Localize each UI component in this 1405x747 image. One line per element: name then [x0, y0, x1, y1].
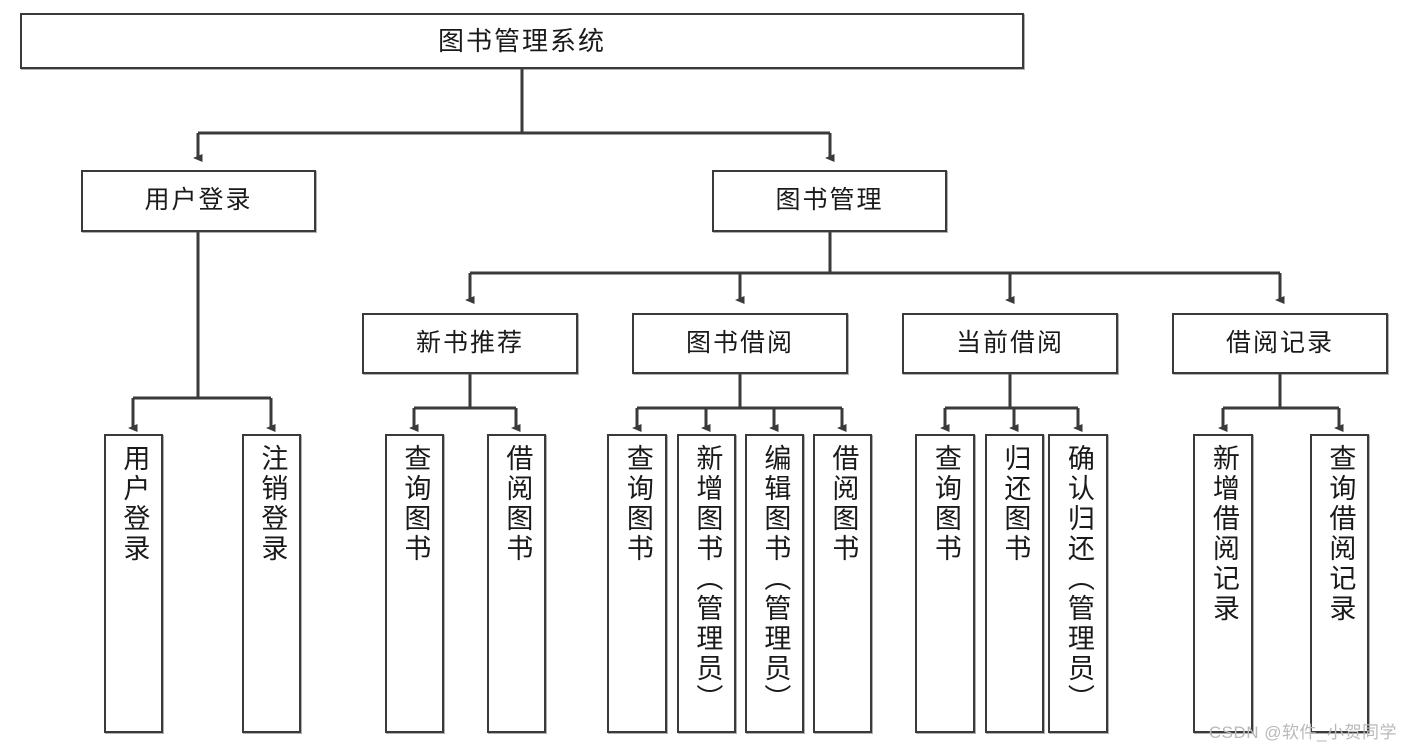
node-label: 查询借阅记录: [1325, 444, 1356, 624]
leaf-recommend-borrow-book[interactable]: 借阅图书: [487, 434, 546, 733]
node-label: 查询图书: [930, 444, 961, 564]
leaf-borrow-edit-book-admin[interactable]: 编辑图书（管理员）: [745, 434, 804, 733]
node-label: 编辑图书（管理员）: [760, 444, 791, 714]
leaf-user-login-signout[interactable]: 注销登录: [242, 434, 301, 733]
node-label: 用户登录: [119, 444, 150, 564]
leaf-current-return-book[interactable]: 归还图书: [985, 434, 1044, 733]
node-label: 新增借阅记录: [1208, 444, 1239, 624]
leaf-record-add-record[interactable]: 新增借阅记录: [1193, 434, 1253, 733]
node-label: 查询图书: [400, 444, 431, 564]
node-book-borrow[interactable]: 图书借阅: [632, 313, 848, 374]
leaf-borrow-borrow-book[interactable]: 借阅图书: [813, 434, 872, 733]
leaf-user-login-signin[interactable]: 用户登录: [104, 434, 163, 733]
watermark-text: CSDN @软件_小贺同学: [1208, 723, 1397, 742]
leaf-current-query-book[interactable]: 查询图书: [915, 434, 975, 733]
node-label: 注销登录: [257, 444, 288, 564]
node-root-system[interactable]: 图书管理系统: [20, 13, 1024, 69]
leaf-borrow-query-book[interactable]: 查询图书: [607, 434, 667, 733]
node-label: 图书管理系统: [437, 25, 606, 56]
node-label: 图书管理: [775, 186, 884, 215]
node-label: 借阅图书: [502, 444, 533, 564]
node-label: 查询图书: [622, 444, 653, 564]
node-label: 用户登录: [144, 186, 253, 215]
leaf-borrow-add-book-admin[interactable]: 新增图书（管理员）: [677, 434, 736, 733]
node-user-login[interactable]: 用户登录: [81, 170, 316, 232]
leaf-current-confirm-return-admin[interactable]: 确认归还（管理员）: [1048, 434, 1108, 733]
node-label: 新增图书（管理员）: [692, 444, 723, 714]
node-current-borrow[interactable]: 当前借阅: [902, 313, 1118, 374]
node-label: 借阅记录: [1225, 328, 1334, 357]
node-label: 图书借阅: [685, 328, 794, 357]
node-label: 借阅图书: [828, 444, 859, 564]
leaf-record-query-record[interactable]: 查询借阅记录: [1310, 434, 1369, 733]
leaf-recommend-query-book[interactable]: 查询图书: [385, 434, 444, 733]
node-label: 新书推荐: [415, 328, 524, 357]
node-new-book-recommend[interactable]: 新书推荐: [362, 313, 578, 374]
node-label: 确认归还（管理员）: [1063, 444, 1094, 714]
node-borrow-record[interactable]: 借阅记录: [1172, 313, 1388, 374]
node-label: 归还图书: [1000, 444, 1031, 564]
node-book-management[interactable]: 图书管理: [712, 170, 947, 232]
node-label: 当前借阅: [955, 328, 1064, 357]
